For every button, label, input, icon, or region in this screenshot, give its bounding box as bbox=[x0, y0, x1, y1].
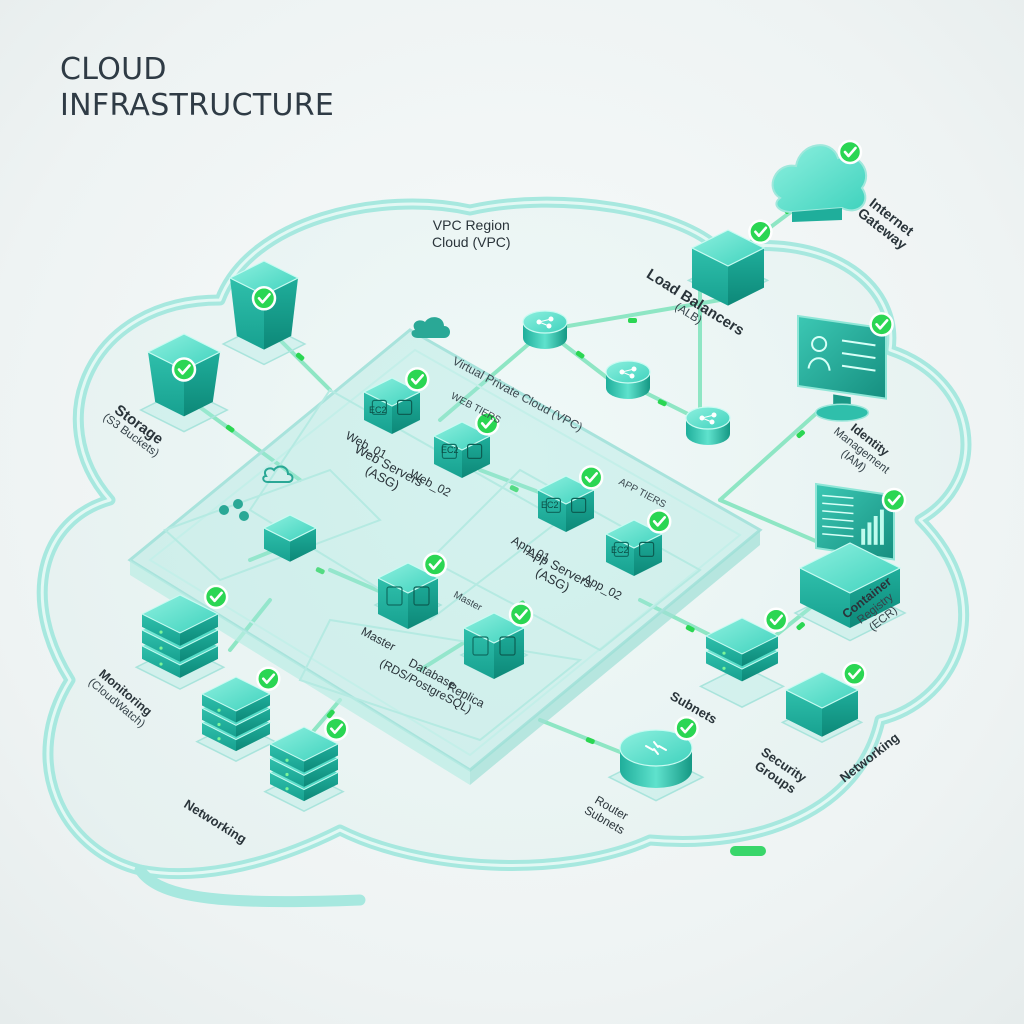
storage-bucket-icon-2 bbox=[139, 333, 229, 433]
load-balancer-icon bbox=[686, 219, 773, 306]
ec2-label-a: EC2 bbox=[369, 405, 387, 415]
storage-bucket-icon-1 bbox=[221, 260, 307, 366]
router-icon bbox=[607, 715, 705, 802]
check-badge-icon bbox=[837, 139, 863, 165]
check-badge-icon bbox=[508, 602, 534, 627]
check-badge-icon bbox=[251, 286, 277, 311]
network-node-icon-2 bbox=[605, 360, 651, 399]
check-badge-icon bbox=[171, 357, 197, 382]
cloud-icon bbox=[262, 465, 294, 483]
database-replica-icon bbox=[459, 602, 534, 679]
check-badge-icon bbox=[842, 661, 867, 687]
network-node-icon-3 bbox=[685, 406, 731, 445]
check-badge-icon bbox=[404, 367, 430, 392]
page-title: CLOUD INFRASTRUCTURE bbox=[60, 52, 335, 123]
database-master-icon bbox=[373, 552, 448, 629]
check-badge-icon bbox=[422, 552, 448, 577]
check-badge-icon bbox=[646, 509, 672, 534]
check-badge-icon bbox=[474, 411, 500, 436]
vpc-router-icon bbox=[262, 514, 318, 562]
ec2-label-b: EC2 bbox=[441, 445, 459, 455]
networking-stack-icon-1 bbox=[195, 666, 281, 762]
ec2-label-c: EC2 bbox=[541, 500, 559, 510]
security-groups-icon bbox=[780, 661, 867, 744]
networking-stack-icon-2 bbox=[263, 716, 349, 812]
subnets-stack-icon bbox=[698, 607, 789, 708]
check-badge-icon bbox=[674, 715, 699, 741]
check-badge-icon bbox=[763, 607, 789, 633]
check-badge-icon bbox=[881, 487, 907, 513]
check-badge-icon bbox=[324, 716, 349, 741]
network-node-icon-1 bbox=[522, 310, 568, 349]
ec2-web-01-icon bbox=[362, 367, 430, 434]
internet-gateway-icon bbox=[771, 139, 868, 222]
identity-management-icon bbox=[797, 312, 894, 422]
container-registry-icon bbox=[793, 542, 907, 642]
ec2-app-02-icon bbox=[604, 509, 672, 576]
check-badge-icon bbox=[869, 312, 894, 337]
container-registry-monitor-icon bbox=[815, 482, 907, 561]
links-icon bbox=[219, 499, 249, 521]
check-badge-icon bbox=[256, 666, 281, 691]
vpc-region-label: VPC Region Cloud (VPC) bbox=[432, 217, 511, 250]
ec2-app-01-icon bbox=[536, 465, 604, 532]
ec2-label-d: EC2 bbox=[611, 545, 629, 555]
check-badge-icon bbox=[748, 219, 773, 245]
check-badge-icon bbox=[203, 584, 229, 610]
ec2-web-02-icon bbox=[432, 411, 500, 478]
check-badge-icon bbox=[578, 465, 604, 490]
monitoring-stack-icon bbox=[134, 584, 229, 690]
vpc-region-boundary bbox=[36, 196, 972, 908]
